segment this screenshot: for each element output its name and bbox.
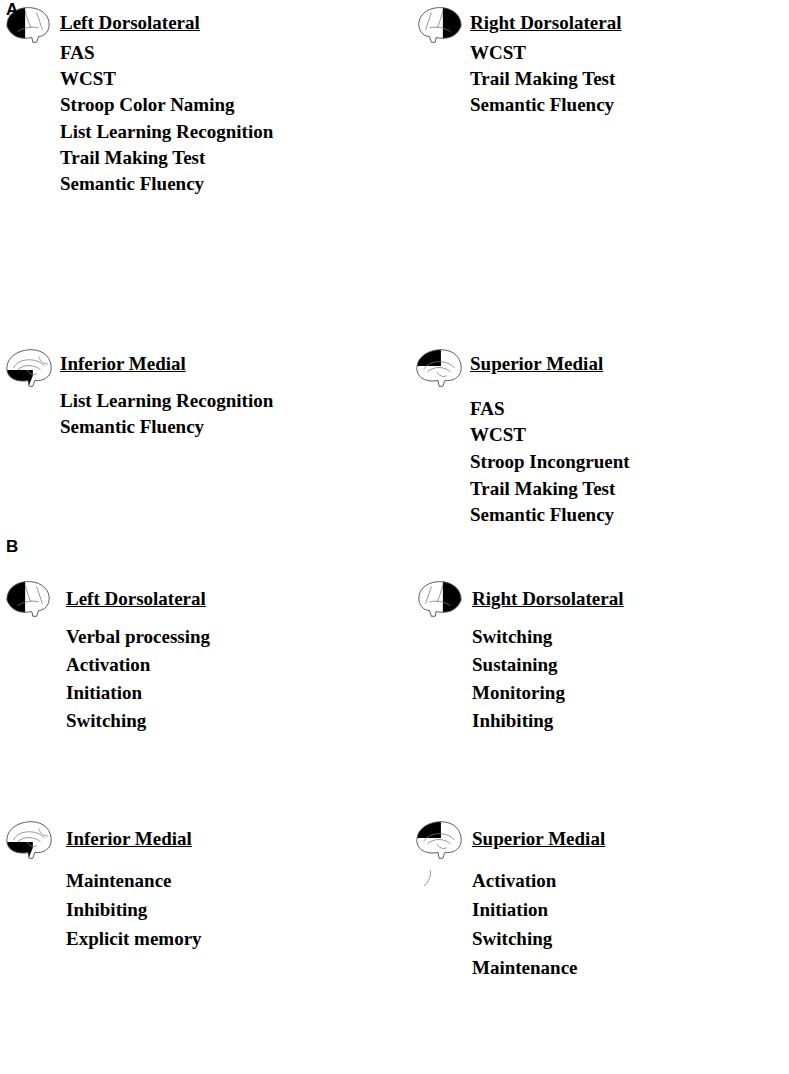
list-item: List Learning Recognition xyxy=(60,121,273,144)
list-item: Inhibiting xyxy=(472,710,553,733)
region-heading: Left Dorsolateral xyxy=(60,12,200,35)
list-item: Inhibiting xyxy=(66,899,147,922)
list-item: Semantic Fluency xyxy=(470,504,614,527)
list-item: Trail Making Test xyxy=(60,147,205,170)
list-item: Activation xyxy=(66,654,150,677)
panel-letter: B xyxy=(6,537,18,557)
list-item: Monitoring xyxy=(472,682,565,705)
region-heading: Inferior Medial xyxy=(60,353,186,376)
list-item: Trail Making Test xyxy=(470,68,615,91)
list-item: Stroop Incongruent xyxy=(470,451,630,474)
list-item: Stroop Color Naming xyxy=(60,94,235,117)
list-item: Switching xyxy=(472,626,552,649)
list-item: FAS xyxy=(470,398,504,421)
region-heading: Right Dorsolateral xyxy=(472,588,623,611)
list-item: Initiation xyxy=(472,899,548,922)
list-item: WCST xyxy=(470,42,526,65)
list-item: WCST xyxy=(60,68,116,91)
list-item: Semantic Fluency xyxy=(60,416,204,439)
list-item: Initiation xyxy=(66,682,142,705)
list-item: FAS xyxy=(60,42,94,65)
panel-letter: A xyxy=(6,0,18,20)
list-item: Verbal processing xyxy=(66,626,210,649)
list-item: Switching xyxy=(66,710,146,733)
list-item: WCST xyxy=(470,424,526,447)
list-item: Semantic Fluency xyxy=(470,94,614,117)
region-heading: Right Dorsolateral xyxy=(470,12,621,35)
region-heading: Inferior Medial xyxy=(66,828,192,851)
list-item: Maintenance xyxy=(472,957,578,980)
list-item: List Learning Recognition xyxy=(60,390,273,413)
region-heading: Superior Medial xyxy=(470,353,603,376)
list-item: Trail Making Test xyxy=(470,478,615,501)
list-item: Switching xyxy=(472,928,552,951)
list-item: Activation xyxy=(472,870,556,893)
list-item: Explicit memory xyxy=(66,928,202,951)
list-item: Sustaining xyxy=(472,654,558,677)
region-heading: Superior Medial xyxy=(472,828,605,851)
list-item: Maintenance xyxy=(66,870,172,893)
region-heading: Left Dorsolateral xyxy=(66,588,206,611)
list-item: Semantic Fluency xyxy=(60,173,204,196)
